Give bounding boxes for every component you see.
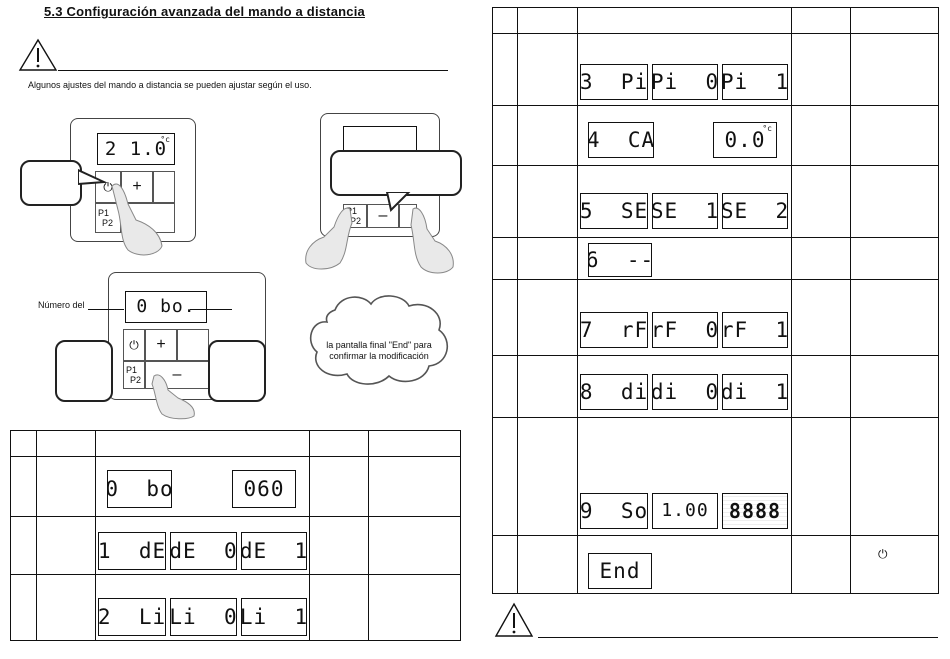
- lcd-di-1: di 1: [722, 374, 788, 410]
- minus-button-3[interactable]: –: [145, 361, 209, 389]
- lcd-0-0-value: 0.0: [724, 127, 766, 152]
- right-table-row-6: [492, 237, 939, 280]
- hand-icon-4: [151, 374, 195, 420]
- remote-3-display: 0 bo.: [125, 291, 207, 323]
- callout-bubble-2: [330, 150, 462, 196]
- p1-label: P1: [98, 208, 110, 218]
- button-blank-1[interactable]: [153, 171, 175, 203]
- left-table-header: [10, 430, 461, 457]
- plus-button-3[interactable]: +: [145, 329, 177, 361]
- lcd-2-li: 2 Li: [98, 598, 166, 636]
- lcd-0-bo: 0 bo: [107, 470, 172, 508]
- p1-p2-button-3[interactable]: P1 P2: [123, 361, 145, 389]
- cloud-text-line-1: la pantalla final "End" para: [326, 340, 432, 350]
- remote-1-display-unit: °c: [160, 135, 170, 144]
- lcd-di-0: di 0: [652, 374, 718, 410]
- p1-label-3: P1: [126, 365, 138, 375]
- lcd-se-1: SE 1: [652, 193, 718, 229]
- lcd-0-0: 0.0 °c: [713, 122, 777, 158]
- lcd-8-di: 8 di: [580, 374, 648, 410]
- callout-pointer-1: [78, 168, 108, 186]
- lcd-5-se: 5 SE: [580, 193, 648, 229]
- lcd-9-so: 9 So: [580, 493, 648, 529]
- warning-rule-2: [538, 637, 938, 638]
- cloud-bubble: [309, 295, 449, 385]
- heading-rule: [58, 70, 448, 71]
- lcd-end: End: [588, 553, 652, 589]
- minus-label-2: –: [378, 207, 388, 224]
- warning-triangle-icon-2: [494, 602, 534, 637]
- power-icon-3: ⏻: [129, 337, 139, 352]
- lcd-pi-1: Pi 1: [722, 64, 788, 100]
- intro-text: Algunos ajustes del mando a distancia se…: [28, 80, 312, 90]
- power-icon: ⏻: [103, 179, 113, 194]
- p2-label: P2: [102, 218, 114, 228]
- lcd-7-rf: 7 rF: [580, 312, 648, 348]
- lcd-de-0: dE 0: [170, 532, 237, 570]
- right-table-row-end: [492, 535, 939, 594]
- lcd-1-00: 1.00: [652, 493, 718, 529]
- remote-diagram-1: 2 1.0 °c ⏻ + P1 P2: [70, 118, 196, 242]
- p1-label-2: P1: [346, 206, 358, 216]
- button-blank-3[interactable]: [177, 329, 209, 361]
- section-heading: 5.3 Configuración avanzada del mando a d…: [44, 4, 365, 19]
- plus-label: +: [132, 178, 142, 195]
- warning-triangle-icon: [18, 38, 58, 71]
- lcd-li-0: Li 0: [170, 598, 237, 636]
- hand-icon-2: [305, 207, 353, 270]
- callout-bubble-3: [55, 340, 113, 402]
- remote-3-display-value: 0 bo.: [136, 296, 196, 317]
- callout-bubble-4: [208, 340, 266, 402]
- callout-bubble-1: [20, 160, 82, 206]
- minus-label-3: –: [172, 366, 182, 383]
- remote-1-display: 2 1.0 °c: [97, 133, 175, 165]
- lcd-se-2: SE 2: [722, 193, 788, 229]
- lcd-0-0-unit: °c: [762, 124, 772, 133]
- lcd-rf-1: rF 1: [722, 312, 788, 348]
- p2-label-3: P2: [130, 375, 142, 385]
- remote-diagram-3: 0 bo. ⏻ + P1 P2 –: [108, 272, 266, 400]
- lcd-pi-0: Pi 0: [652, 64, 718, 100]
- lcd-rf-0: rF 0: [652, 312, 718, 348]
- cloud-text-line-2: confirmar la modificación: [329, 351, 429, 361]
- number-leader-line: [88, 309, 124, 310]
- power-icon-end-row: ⏻: [878, 547, 888, 561]
- power-button-3[interactable]: ⏻: [123, 329, 145, 361]
- lcd-3-pi: 3 Pi: [580, 64, 648, 100]
- lcd-all-segments: 8888: [722, 493, 788, 529]
- callout-pointer-2: [385, 192, 411, 212]
- lcd-1-de: 1 dE: [98, 532, 166, 570]
- right-table-header: [492, 7, 939, 34]
- lcd-060: 060: [232, 470, 296, 508]
- lcd-li-1: Li 1: [241, 598, 307, 636]
- remote-1-display-value: 2 1.0: [104, 137, 168, 160]
- p2-label-2: P2: [350, 216, 362, 226]
- cloud-text: la pantalla final "End" para confirmar l…: [305, 340, 453, 362]
- lcd-4-ca: 4 CA: [588, 122, 654, 158]
- right-leader-line: [190, 309, 232, 310]
- hand-icon-1: [111, 183, 163, 256]
- plus-label-3: +: [156, 336, 166, 353]
- lcd-6-dash: 6 --: [588, 243, 652, 277]
- lcd-de-1: dE 1: [241, 532, 307, 570]
- number-label: Número del: [38, 300, 85, 310]
- hand-icon-3: [410, 207, 454, 274]
